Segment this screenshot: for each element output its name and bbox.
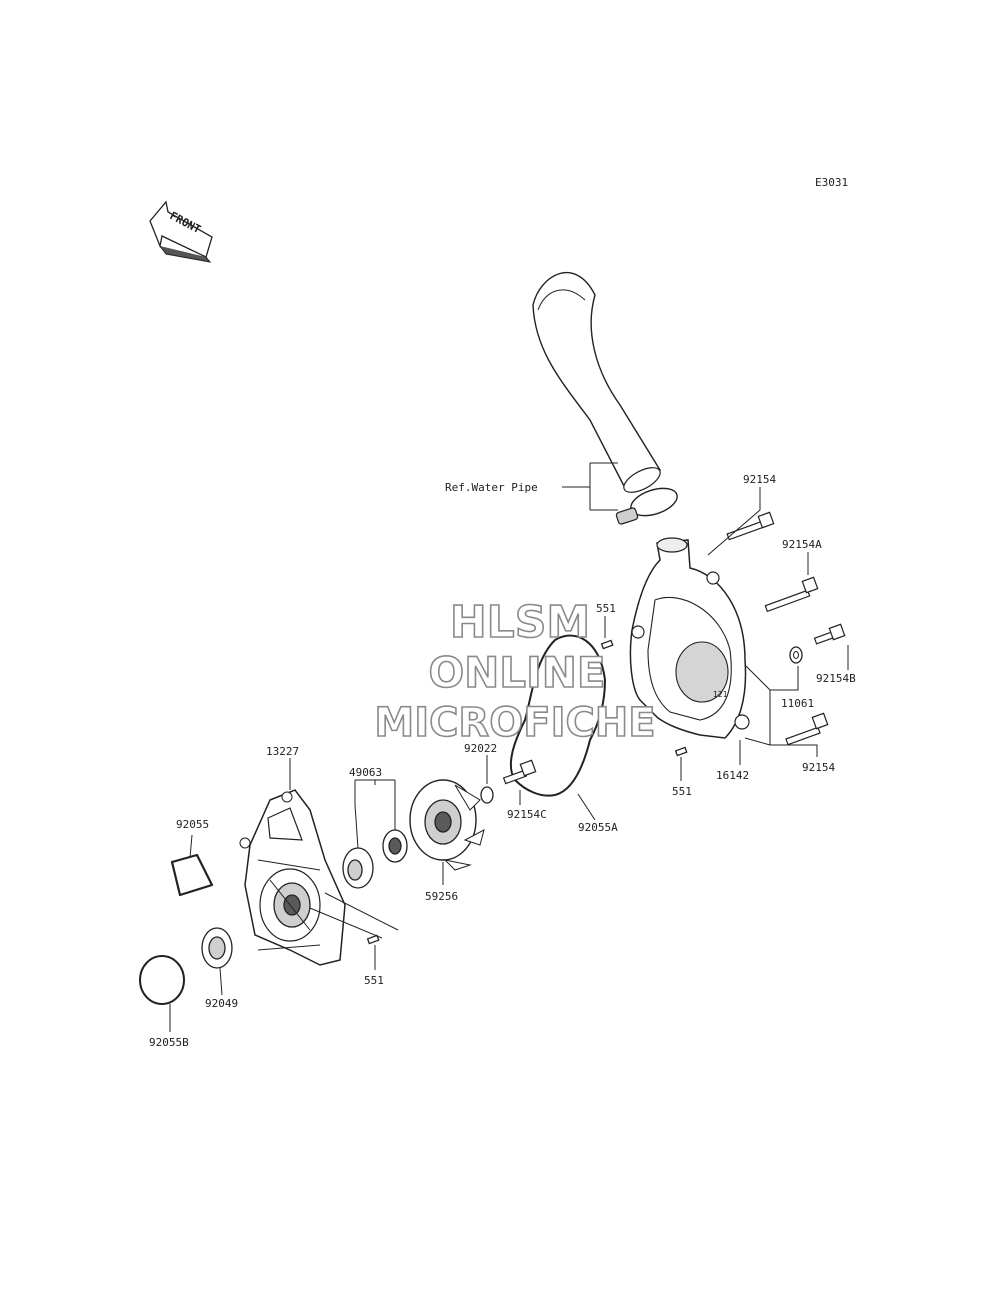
part-label-11061: 11061	[781, 697, 814, 710]
gasket-92055A	[509, 634, 607, 797]
bolt-92154B	[813, 623, 846, 645]
part-label-92022: 92022	[464, 742, 497, 755]
hose-clamp	[615, 487, 678, 525]
part-label-551-top: 551	[596, 602, 616, 615]
washer-92022	[480, 786, 494, 804]
bolt-92154-bottom	[785, 712, 829, 746]
bolt-92154-top	[726, 511, 775, 541]
o-ring-92055B	[139, 955, 185, 1005]
part-label-92055: 92055	[176, 818, 209, 831]
part-label-92055B: 92055B	[149, 1036, 189, 1049]
ref-leader	[562, 462, 618, 511]
watermark-line-2: ONLINE	[428, 648, 605, 697]
part-label-551-bottom: 551	[364, 974, 384, 987]
part-label-92154A: 92154A	[782, 538, 822, 551]
part-label-92154B: 92154B	[816, 672, 856, 685]
bolt-92154A	[764, 576, 819, 613]
part-label-59256: 59256	[425, 890, 458, 903]
part-label-13227: 13227	[266, 745, 299, 758]
water-pipe-hose	[532, 272, 661, 493]
mechanical-seal-49063	[342, 829, 408, 889]
front-arrow-icon: FRONT	[149, 200, 213, 263]
part-label-92049: 92049	[205, 997, 238, 1010]
dowel-pin-right	[674, 746, 688, 757]
part-label-92154C: 92154C	[507, 808, 547, 821]
diagram-code: E3031	[815, 176, 848, 189]
part-label-16142: 16142	[716, 769, 749, 782]
part-label-49063: 49063	[349, 766, 382, 779]
o-ring-92055	[170, 853, 214, 897]
oil-seal-92049	[201, 927, 233, 969]
dowel-pin-top	[600, 639, 614, 650]
part-label-92154-top: 92154	[743, 473, 776, 486]
washer-11061	[789, 646, 803, 664]
watermark-line-3: MICROFICHE	[374, 700, 655, 746]
impeller-59256	[409, 779, 485, 871]
pump-body-13227	[239, 789, 346, 966]
watermark-line-1: HLSM	[450, 597, 590, 648]
svg-text:121: 121	[713, 690, 728, 699]
ref-water-pipe-label: Ref.Water Pipe	[445, 481, 538, 494]
dowel-pin-bottom	[366, 934, 380, 945]
leader-lines	[169, 487, 849, 1032]
part-label-551-right: 551	[672, 785, 692, 798]
part-label-92055A: 92055A	[578, 821, 618, 834]
pump-cover: 121	[629, 537, 750, 739]
part-label-92154-bottom: 92154	[802, 761, 835, 774]
bolt-92154C	[502, 759, 537, 785]
